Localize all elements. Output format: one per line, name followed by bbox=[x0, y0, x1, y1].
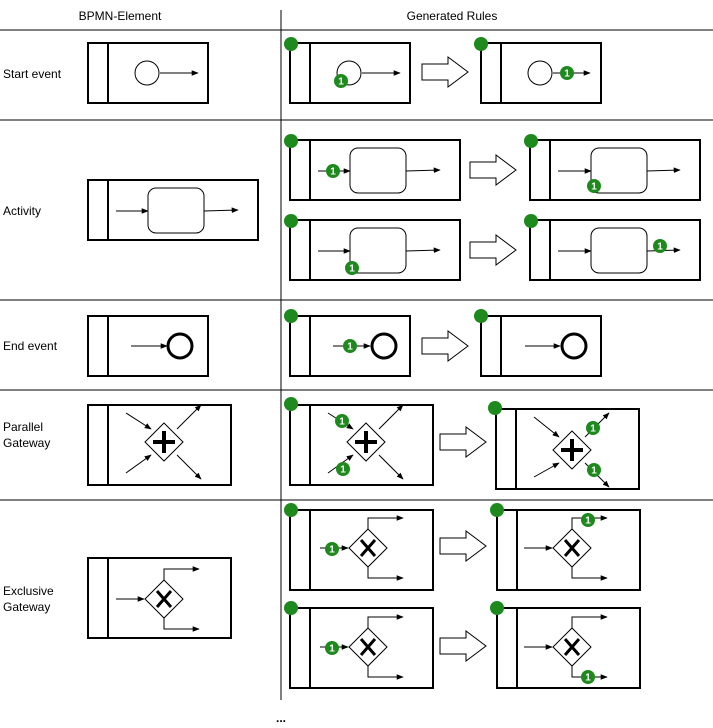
token-marker bbox=[581, 670, 595, 684]
x-bar bbox=[155, 590, 173, 608]
token-marker bbox=[325, 542, 339, 556]
transform-arrow bbox=[469, 154, 517, 186]
end-event bbox=[560, 332, 588, 360]
row-label-exclusive-gateway-line2: Gateway bbox=[3, 600, 50, 614]
flow-arrow bbox=[571, 567, 608, 581]
pool-token-marker bbox=[524, 134, 538, 148]
table-grid bbox=[0, 10, 713, 700]
flow-arrow bbox=[176, 454, 202, 480]
flow-arrow bbox=[571, 515, 608, 529]
flow-arrow bbox=[646, 167, 681, 173]
token-marker bbox=[336, 462, 350, 476]
row-label-activity: Activity bbox=[3, 204, 41, 218]
start-event bbox=[134, 60, 160, 86]
row-label-end-event: End event bbox=[3, 339, 58, 353]
token-count: 1 bbox=[340, 465, 346, 476]
pool-token-marker bbox=[488, 401, 502, 415]
flow-arrow bbox=[571, 666, 608, 680]
token-count: 1 bbox=[330, 167, 336, 178]
pool-token-marker bbox=[284, 309, 298, 323]
pool-token-marker bbox=[284, 37, 298, 51]
header-bpmn-element: BPMN-Element bbox=[79, 9, 162, 23]
flow-arrow bbox=[367, 567, 404, 581]
row-label-parallel-gateway-line2: Gateway bbox=[3, 436, 50, 450]
more-indicator: ... bbox=[276, 711, 286, 725]
start-event bbox=[527, 60, 553, 86]
x-bar bbox=[563, 539, 581, 557]
flow-arrow bbox=[163, 618, 200, 632]
pool-token-marker bbox=[284, 134, 298, 148]
token-count: 1 bbox=[349, 264, 355, 275]
flow-arrow bbox=[533, 462, 560, 478]
flow-arrow bbox=[367, 666, 404, 680]
pool-token-marker bbox=[284, 397, 298, 411]
token-marker bbox=[581, 513, 595, 527]
token-marker bbox=[587, 179, 601, 193]
x-bar bbox=[359, 638, 377, 656]
pool-token-marker bbox=[474, 309, 488, 323]
token-marker bbox=[343, 339, 357, 353]
row-label-exclusive-gateway-line1: Exclusive bbox=[3, 584, 54, 598]
token-marker bbox=[335, 414, 349, 428]
token-count: 1 bbox=[564, 69, 570, 80]
header-generated-rules: Generated Rules bbox=[407, 9, 498, 23]
row-label-start-event: Start event bbox=[3, 67, 62, 81]
pool-token-marker bbox=[490, 503, 504, 517]
flow-arrow bbox=[405, 247, 441, 253]
token-count: 1 bbox=[591, 182, 597, 193]
activity-task bbox=[349, 147, 407, 194]
token-count: 1 bbox=[585, 516, 591, 527]
x-bar bbox=[359, 539, 377, 557]
flow-arrow bbox=[378, 404, 404, 430]
flow-arrow bbox=[571, 614, 608, 628]
pool-token-marker bbox=[490, 601, 504, 615]
row-label-parallel-gateway-line1: Parallel bbox=[3, 420, 43, 434]
flow-arrow bbox=[367, 614, 404, 628]
pool-token-marker bbox=[284, 214, 298, 228]
token-marker bbox=[345, 261, 359, 275]
token-count: 1 bbox=[329, 644, 335, 655]
activity-task bbox=[147, 187, 205, 234]
token-count: 1 bbox=[338, 77, 344, 88]
token-marker bbox=[587, 463, 601, 477]
token-count: 1 bbox=[329, 545, 335, 556]
token-marker bbox=[325, 641, 339, 655]
flow-arrow bbox=[378, 454, 404, 480]
pool-token-marker bbox=[284, 503, 298, 517]
token-count: 1 bbox=[585, 673, 591, 684]
token-marker bbox=[586, 421, 600, 435]
transform-arrow bbox=[439, 530, 487, 562]
diagram-shapes: 1 1 1 1 1 1 1 1 1 1 1 1 1 1 1 bbox=[87, 37, 701, 689]
flow-arrow bbox=[367, 515, 404, 529]
token-count: 1 bbox=[657, 242, 663, 253]
token-count: 1 bbox=[347, 342, 353, 353]
flow-arrow bbox=[125, 412, 152, 430]
token-marker bbox=[326, 164, 340, 178]
flow-arrow bbox=[533, 416, 560, 438]
flow-arrow bbox=[125, 454, 152, 474]
end-event bbox=[370, 332, 398, 360]
token-count: 1 bbox=[339, 417, 345, 428]
token-marker bbox=[334, 74, 348, 88]
flow-arrow bbox=[176, 404, 202, 430]
transform-arrow bbox=[421, 56, 469, 88]
flow-arrow bbox=[203, 207, 239, 213]
pool-token-marker bbox=[284, 601, 298, 615]
flow-arrow bbox=[405, 167, 441, 173]
token-marker bbox=[560, 66, 574, 80]
pool-token-marker bbox=[474, 37, 488, 51]
transform-arrow bbox=[439, 630, 487, 662]
flow-arrow bbox=[163, 566, 200, 580]
x-bar bbox=[563, 638, 581, 656]
token-count: 1 bbox=[590, 424, 596, 435]
token-count: 1 bbox=[591, 466, 597, 477]
token-marker bbox=[653, 239, 667, 253]
pool-token-marker bbox=[524, 214, 538, 228]
activity-task bbox=[590, 227, 648, 274]
transform-arrow bbox=[439, 426, 487, 458]
end-event bbox=[166, 332, 194, 360]
transform-arrow bbox=[469, 234, 517, 266]
transform-arrow bbox=[421, 330, 469, 362]
